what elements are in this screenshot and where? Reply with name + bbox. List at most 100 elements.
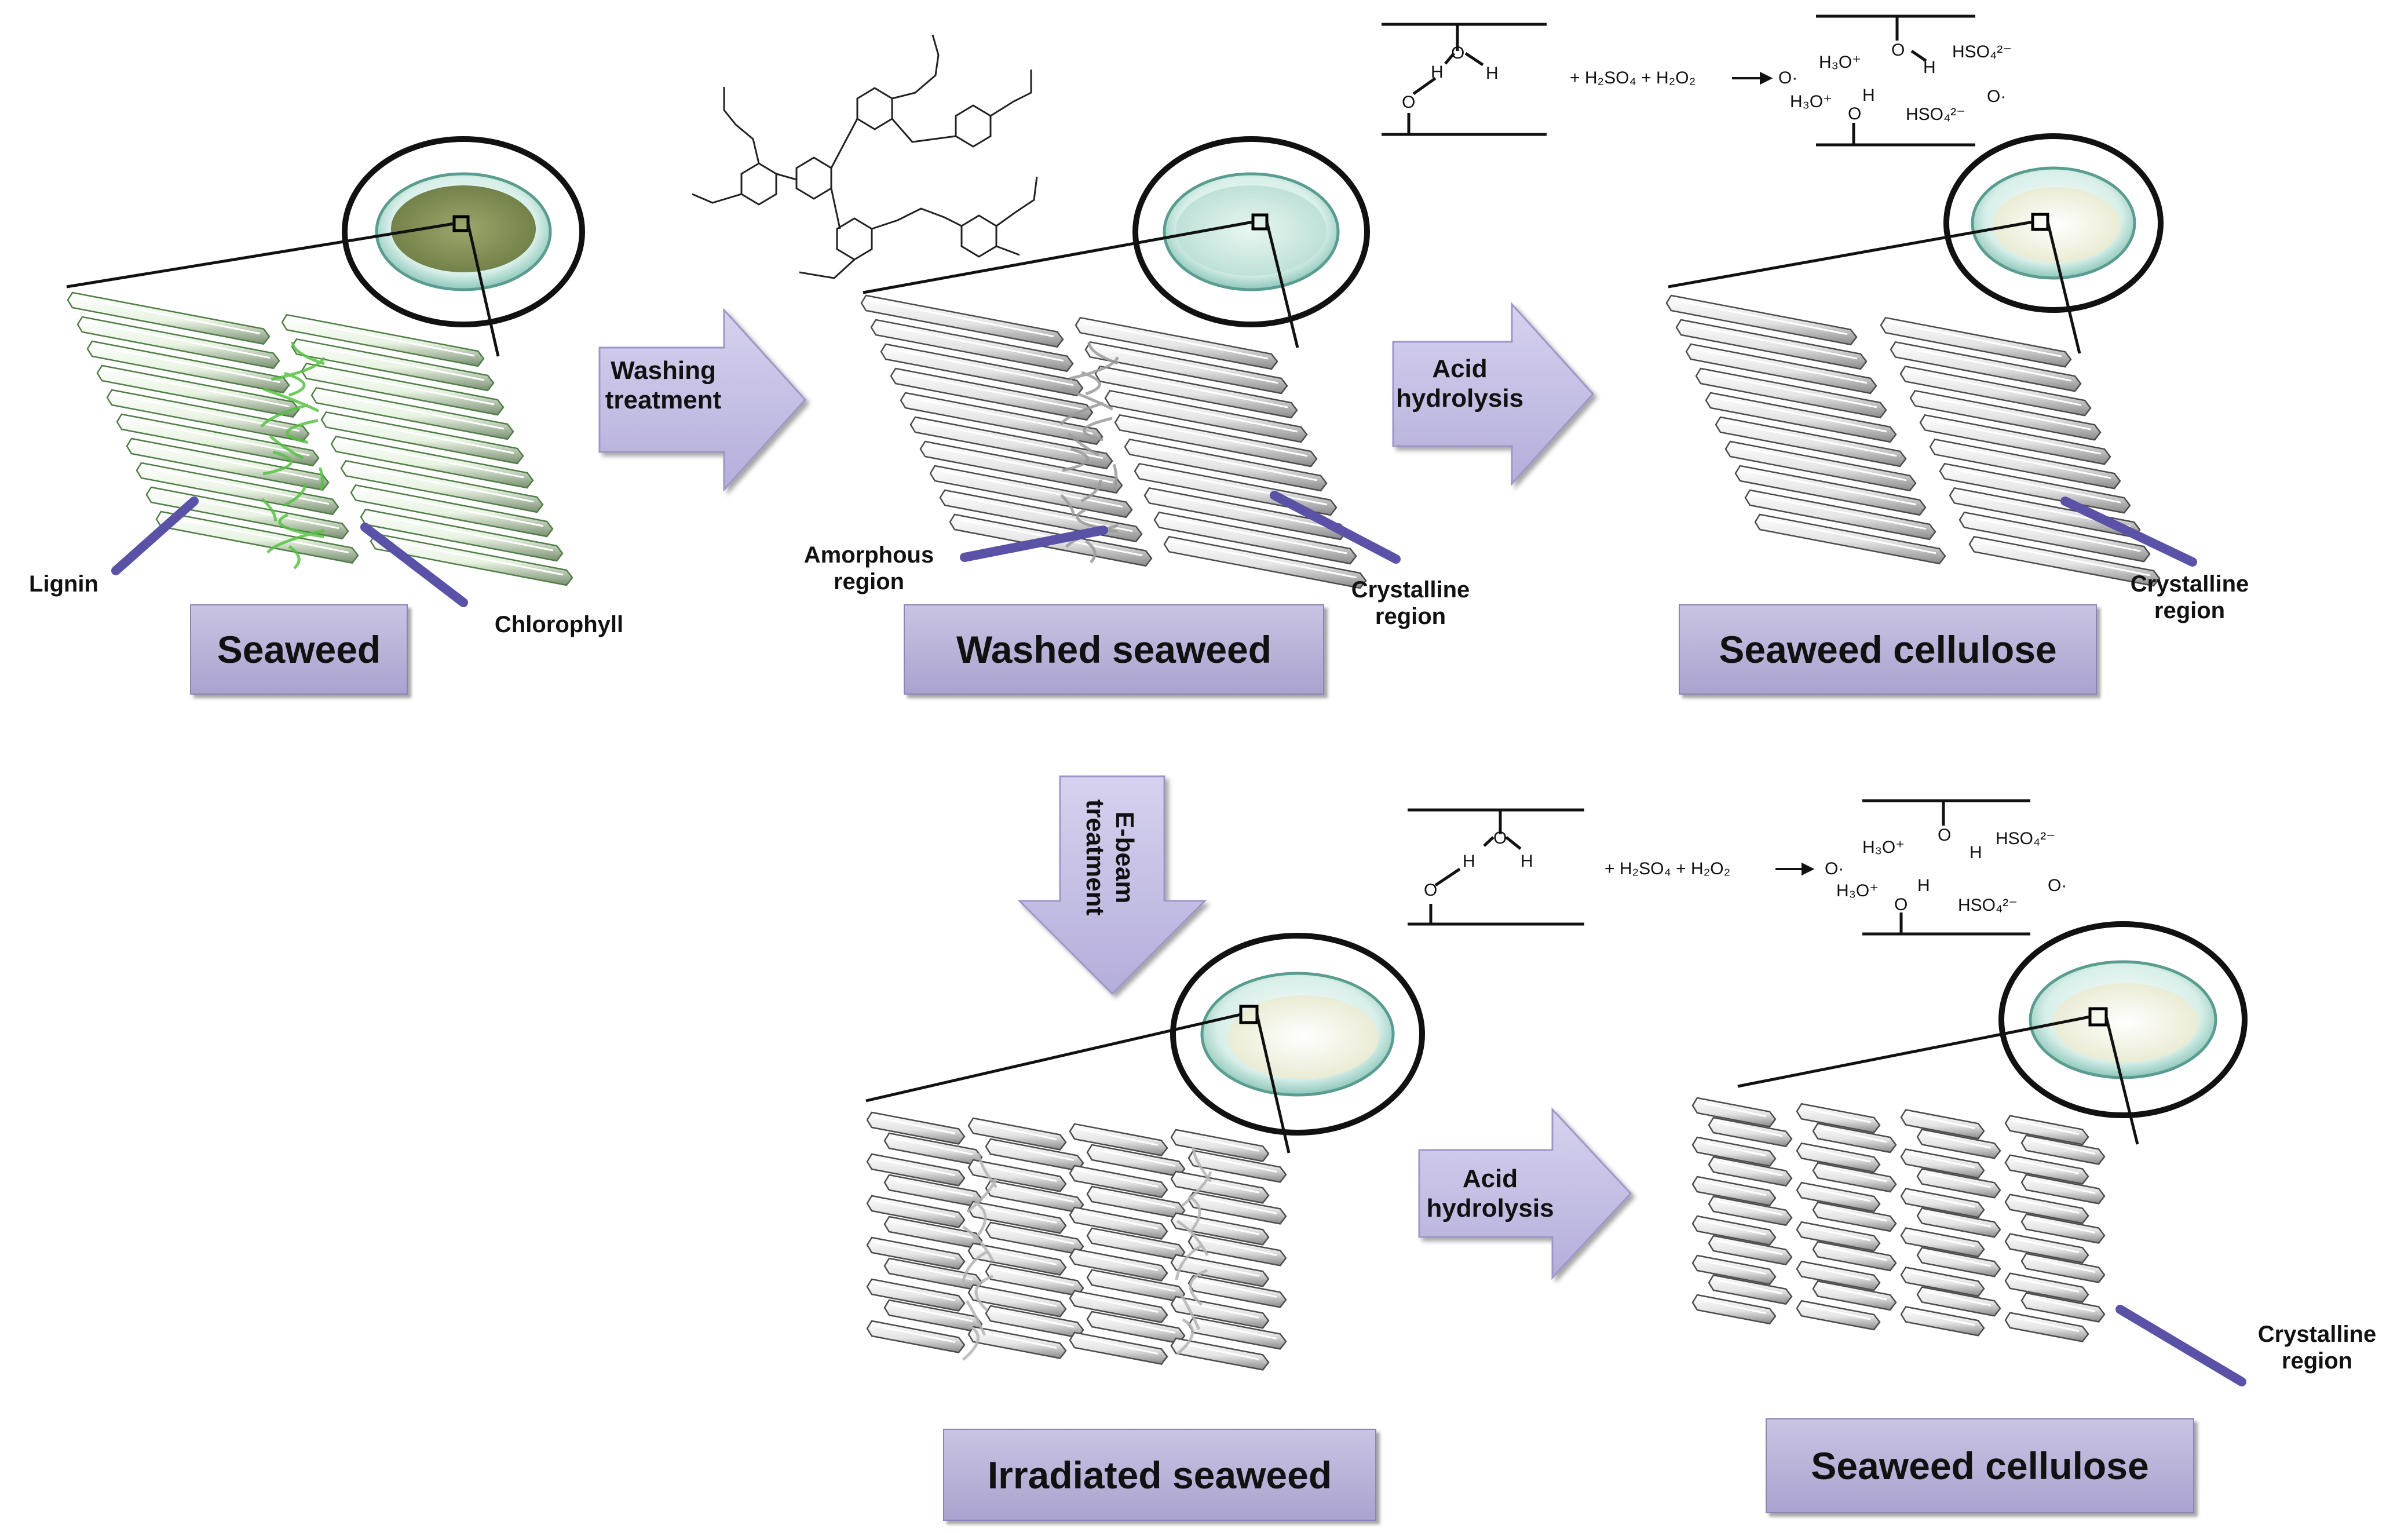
rxn-top-h-left: H	[1431, 63, 1444, 82]
dish-seaweed	[342, 136, 585, 327]
crystalline-line2: region	[2154, 598, 2226, 623]
cellulose-rod	[96, 364, 300, 418]
reaction-frame-top-left	[1382, 23, 1547, 136]
cellulose-rod	[2004, 1193, 2089, 1224]
cellulose-rod	[2004, 1154, 2089, 1185]
rxn-bottom-o-lower: O	[1424, 881, 1438, 900]
cellulose-rod	[1796, 1221, 1881, 1252]
rxn-bottom-h3o-1: H₃O⁺	[1862, 838, 1905, 857]
acid-arrow-bottom	[1418, 1107, 1632, 1280]
cellulose-rod	[866, 1320, 966, 1353]
rxn-bottom-h-left: H	[1463, 852, 1475, 871]
cellulose-rod	[1708, 1274, 1793, 1305]
cellulose-rod	[1187, 1149, 1287, 1183]
reaction-frame-bottom-left	[1408, 808, 1584, 926]
cellulose-rod	[900, 392, 1103, 446]
cellulose-rod	[1691, 1294, 1777, 1325]
cellulose-rod	[1899, 365, 2092, 417]
cellulose-rod	[1968, 535, 2161, 587]
cellulose-rod	[1069, 1123, 1168, 1156]
cellulose-rod	[1734, 465, 1927, 516]
crystalline-line1: Crystalline	[2257, 1322, 2377, 1347]
crystalline-line1: Crystalline	[2130, 571, 2249, 597]
cellulose-rod	[1958, 511, 2151, 563]
cellulose-rod	[967, 1117, 1067, 1151]
cellulose-rod	[1170, 1212, 1270, 1246]
cellulose-rod	[909, 416, 1113, 470]
cellulose-rod	[929, 465, 1133, 519]
crystalline-region-label-cellulose-top: Crystalline region	[2114, 571, 2265, 624]
cellulose-rod	[1744, 489, 1936, 541]
cellulose-rod	[1812, 1280, 1897, 1311]
cellulose-rod	[866, 1278, 966, 1312]
cellulose-rod	[320, 411, 524, 465]
cellulose-rod	[1114, 414, 1318, 468]
rxn-bottom-radical-right: O·	[2048, 876, 2067, 895]
rxn-top-hso4-1: HSO₄²⁻	[1952, 42, 2012, 61]
cellulose-rod	[967, 1242, 1067, 1276]
cellulose-rod	[890, 367, 1094, 421]
cellulose-rod	[1812, 1201, 1897, 1232]
cellulose-rod	[1075, 316, 1278, 370]
rxn-bottom-h-1: H	[1969, 843, 1982, 862]
washing-line2: treatment	[605, 385, 722, 414]
cellulose-rod	[76, 316, 280, 370]
cellulose-rod	[1124, 438, 1328, 492]
acid1-line1: Acid	[1432, 355, 1488, 383]
irradiated-seaweed-stage-label: Irradiated seaweed	[943, 1429, 1376, 1521]
crystalline-line2: region	[2281, 1348, 2353, 1374]
cellulose-rod	[1695, 367, 1887, 419]
lignin-structure	[692, 34, 1038, 279]
crystalline-region-label-cellulose-bottom: Crystalline region	[2242, 1321, 2392, 1374]
cellulose-rod	[1916, 1207, 2001, 1238]
cellulose-rod	[1170, 1295, 1270, 1329]
dish-washed	[1132, 136, 1370, 327]
cellulose-rod	[1170, 1170, 1270, 1204]
cellulose-rod	[1715, 416, 1907, 468]
cellulose-rod	[2004, 1312, 2089, 1342]
rxn-top-radical-left: O·	[1778, 68, 1798, 87]
acid2-line1: Acid	[1462, 1165, 1518, 1193]
rxn-top-o-1: O	[1891, 41, 1905, 60]
rxn-top-o: O	[1451, 43, 1465, 63]
washing-arrow	[598, 308, 807, 492]
lignin-label: Lignin	[29, 571, 98, 597]
cellulose-rod	[1705, 392, 1897, 443]
cellulose-rod	[1900, 1109, 1985, 1140]
cellulose-rod	[116, 413, 320, 467]
rxn-top-h3o-2: H₃O⁺	[1790, 92, 1833, 111]
cellulose-rod	[1796, 1260, 1881, 1291]
dish-cellulose-bottom	[1998, 921, 2248, 1118]
cellulose-rod	[1724, 440, 1917, 492]
cellulose-rod	[880, 343, 1084, 397]
cellulose-rod	[1685, 343, 1877, 395]
cellulose-rod	[1708, 1195, 1793, 1227]
cellulose-rod	[330, 435, 534, 489]
cellulose-rod	[155, 510, 359, 564]
cellulose-rod	[2020, 1213, 2106, 1244]
crystalline-region-label-washed: Crystalline region	[1335, 576, 1486, 630]
washed-seaweed-stage-label: Washed seaweed	[904, 604, 1324, 695]
cellulose-rod	[2004, 1272, 2089, 1303]
ebeam-treatment-label: E-beam treatment	[1037, 785, 1182, 930]
cellulose-rod	[67, 291, 271, 345]
cellulose-rod	[1939, 462, 2131, 514]
zoom-lines	[66, 220, 2139, 1154]
cellulose-fibers	[67, 291, 2161, 1371]
cellulose-rod	[1153, 511, 1357, 565]
cellulose-rod	[1069, 1206, 1168, 1240]
amorphous-region-label: Amorphous region	[794, 542, 944, 595]
acid-hydrolysis-top-label: Acid hydrolysis	[1393, 355, 1526, 413]
amorphous-tangle	[1175, 1147, 1212, 1355]
cellulose-rod	[866, 1236, 966, 1270]
rxn-top-o-lower: O	[1402, 93, 1416, 112]
washing-treatment-label: Washing treatment	[597, 356, 730, 415]
rxn-bottom-radical-left: O·	[1825, 859, 1844, 878]
cellulose-rod	[1708, 1156, 1793, 1187]
reaction-frame-top-right	[1816, 14, 1975, 147]
seaweed-stage-label: Seaweed	[190, 604, 408, 695]
cellulose-rod	[1796, 1181, 1881, 1213]
cellulose-rod	[870, 319, 1074, 373]
